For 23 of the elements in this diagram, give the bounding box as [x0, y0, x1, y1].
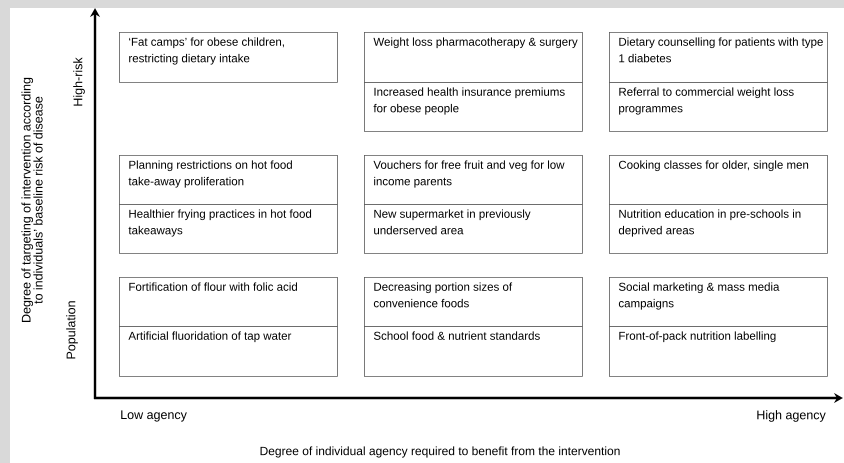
text-box: School food & nutrient standards: [364, 326, 583, 377]
axis-title: Degree of individual agency required to benefit from the intervention: [260, 446, 620, 458]
axis-title: Degree of targeting of intervention according to individuals’ baseline risk of disease: [21, 78, 43, 322]
text-box: Artificial fluoridation of tap water: [119, 326, 338, 377]
text-box: Social marketing & mass media campaigns: [609, 277, 828, 327]
text-box: New supermarket in previously underserved area: [364, 204, 583, 254]
text-box: Nutrition education in pre-schools in deprived areas: [609, 204, 828, 254]
text-box: Planning restrictions on hot food take-away proliferation: [119, 155, 338, 205]
text-box: Referral to commercial weight loss programmes: [609, 82, 828, 132]
axis-end-label: High-risk: [73, 57, 85, 106]
text-box: Healthier frying practices in hot food takeaways: [119, 204, 338, 254]
text-box: Weight loss pharmacotherapy & surgery: [364, 32, 583, 83]
text-box: Cooking classes for older, single men: [609, 155, 828, 205]
text-box: Dietary counselling for patients with type 1 diabetes: [609, 32, 828, 83]
text-box: Fortification of flour with folic acid: [119, 277, 338, 327]
text-box: Increased health insurance premiums for obese people: [364, 82, 583, 132]
axis-end-label: Low agency: [121, 410, 187, 422]
text-box: Decreasing portion sizes of convenience foods: [364, 277, 583, 327]
text-box: Front-of-pack nutrition labelling: [609, 326, 828, 377]
axis-end-label: Population: [66, 301, 78, 358]
text-box: ‘Fat camps’ for obese children, restricting dietary intake: [119, 32, 338, 83]
text-box: Vouchers for free fruit and veg for low income parents: [364, 155, 583, 205]
axis-end-label: High agency: [757, 410, 826, 422]
